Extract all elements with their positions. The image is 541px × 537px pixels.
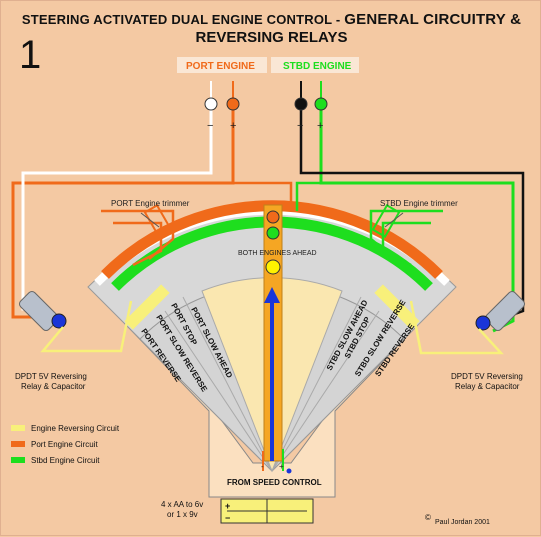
port-plus-label: +	[230, 120, 236, 132]
arrow-head	[264, 287, 280, 303]
relay-left-line1: DPDT 5V Reversing	[15, 372, 87, 381]
port-trimmer-label: PORT Engine trimmer	[111, 199, 190, 208]
stbd-engine-title: STBD ENGINE	[283, 61, 352, 72]
port-engine-terminals	[204, 81, 240, 111]
port-engine-title: PORT ENGINE	[186, 61, 255, 72]
stbd-engine-terminals	[294, 81, 328, 111]
copyright-label: Paul Jordan 2001	[435, 519, 490, 526]
battery-minus: −	[225, 513, 230, 523]
battery-line2: or 1 x 9v	[167, 510, 198, 519]
stbd-trimmer-wire-2	[381, 221, 431, 267]
port-minus-label: −	[207, 120, 213, 132]
legend-stbd-label: Stbd Engine Circuit	[31, 456, 100, 465]
legend-swatch-reversing	[11, 425, 25, 431]
stbd-trimmer	[371, 204, 401, 238]
port-wire-main	[11, 105, 235, 319]
legend-swatch-port	[11, 441, 25, 447]
relay-right-line1: DPDT 5V Reversing	[451, 372, 523, 381]
port-trimmer-wire-2	[113, 221, 163, 267]
stbd-minus-label: −	[297, 120, 303, 132]
port-relay	[18, 290, 133, 353]
from-speed-control-label: FROM SPEED CONTROL	[227, 478, 322, 487]
port-engine-box	[177, 57, 267, 73]
center-minus-label: -	[261, 462, 264, 471]
stbd-trimmer-label: STBD Engine trimmer	[380, 199, 458, 208]
stbd-plus-label: +	[317, 120, 323, 132]
port-contact-dot	[266, 210, 280, 224]
battery-pack	[220, 498, 314, 524]
stbd-engine-box	[271, 57, 359, 73]
legend-reversing-label: Engine Reversing Circuit	[31, 424, 120, 433]
battery-plus: +	[225, 501, 230, 511]
title-line1-suffix: GENERAL CIRCUITRY &	[344, 11, 522, 28]
stbd-wire-top	[295, 181, 321, 211]
port-reversing-pad	[124, 284, 170, 330]
page-title: STEERING ACTIVATED DUAL ENGINE CONTROL -…	[1, 11, 541, 46]
title-line1-prefix: STEERING ACTIVATED DUAL ENGINE CONTROL -	[21, 12, 341, 27]
relay-right-line2: Relay & Capacitor	[455, 382, 520, 391]
battery-line1: 4 x AA to 6v	[161, 500, 203, 509]
legend-port-label: Port Engine Circuit	[31, 440, 98, 449]
reversing-contact-dot	[265, 259, 281, 275]
title-line2: REVERSING RELAYS	[195, 29, 348, 46]
page-number: 1	[19, 33, 42, 77]
stbd-contact-dot	[266, 226, 280, 240]
stbd-relay	[409, 290, 526, 355]
legend-swatch-stbd	[11, 457, 25, 463]
port-trimmer	[143, 204, 173, 238]
both-ahead-label: BOTH ENGINES AHEAD	[238, 250, 317, 257]
copyright-symbol: ©	[425, 513, 431, 522]
relay-left-line2: Relay & Capacitor	[21, 382, 86, 391]
center-plus-label: +	[279, 462, 284, 471]
stbd-reversing-pad	[374, 284, 420, 330]
port-wire-top	[233, 181, 293, 209]
